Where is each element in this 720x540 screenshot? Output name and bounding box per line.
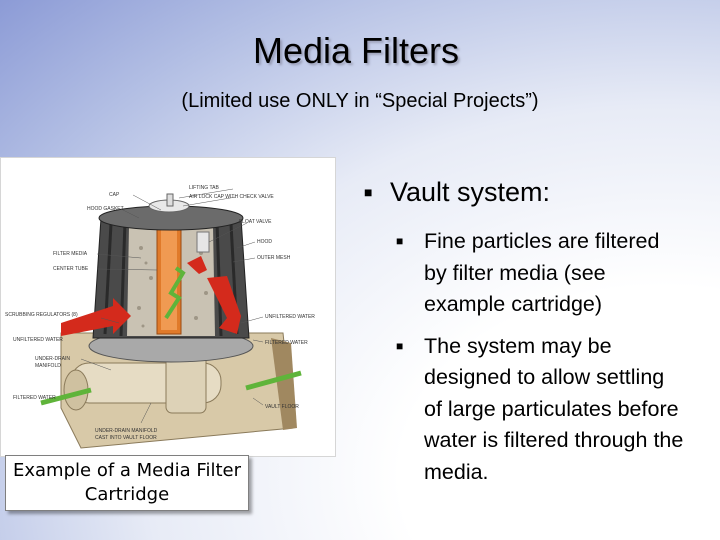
label-lifting-tab: LIFTING TAB — [189, 185, 219, 191]
bullet-line: Fine particles are filtered — [424, 229, 660, 253]
label-scrubbing-regulators: SCRUBBING REGULATORS (8) — [5, 312, 78, 318]
label-hood-gasket: HOOD GASKET — [87, 206, 124, 212]
label-outer-mesh: OUTER MESH — [257, 255, 291, 261]
label-under-drain-manifold: MANIFOLD — [35, 363, 61, 369]
bullet-text: Vault system: — [390, 177, 551, 207]
label-vault-floor: VAULT FLOOR — [265, 404, 299, 410]
bullet-line: example cartridge) — [424, 292, 603, 316]
filter-cartridge-diagram: CAP LIFTING TAB AIR LOCK CAP WITH CHECK … — [0, 157, 336, 457]
label-filter-media: FILTER MEDIA — [53, 251, 88, 257]
bullet-line: by filter media (see — [424, 260, 606, 285]
label-filtered-water-left: FILTERED WATER — [13, 395, 56, 401]
slide-subtitle: (Limited use ONLY in “Special Projects”) — [181, 90, 539, 112]
label-filtered-water-right: FILTERED WATER — [265, 340, 308, 346]
square-bullet-icon: ■ — [396, 338, 404, 353]
bullet-line: designed to allow settling — [424, 365, 665, 389]
label-unfiltered-water-right: UNFILTERED WATER — [265, 314, 315, 320]
bullet-vault-system: ■ Vault system: — [362, 172, 718, 212]
diagram-caption: Example of a Media Filter Cartridge — [5, 455, 249, 511]
caption-line-1: Example of a Media Filter — [13, 460, 241, 481]
square-bullet-icon: ■ — [396, 234, 404, 248]
label-under-drain: UNDER-DRAIN — [35, 356, 70, 362]
label-manifold-cast-floor: CAST INTO VAULT FLOOR — [95, 435, 157, 441]
label-float-valve: FLOAT VALVE — [239, 219, 272, 225]
label-center-tube: CENTER TUBE — [53, 266, 89, 272]
square-bullet-icon: ■ — [364, 184, 373, 200]
bullet-line: water is filtered through the — [424, 428, 684, 452]
label-hood: HOOD — [257, 239, 272, 245]
bullet-list: ■ Vault system: ■ Fine particles are fil… — [362, 172, 718, 488]
label-unfiltered-water-left: UNFILTERED WATER — [13, 337, 63, 343]
bullet-line: of large particulates before — [424, 396, 679, 421]
label-manifold-cast: UNDER-DRAIN MANIFOLD — [95, 428, 158, 434]
bullet-line: The system may be — [424, 333, 612, 358]
sub-bullet-fine-particles: ■ Fine particles are filtered by filter … — [362, 226, 718, 321]
label-air-lock-cap: AIR LOCK CAP WITH CHECK VALVE — [189, 194, 274, 200]
bullet-line: media. — [424, 459, 489, 484]
sub-bullet-settling: ■ The system may be designed to allow se… — [362, 331, 718, 489]
label-cap: CAP — [109, 192, 120, 198]
slide-title: Media Filters — [252, 30, 460, 71]
caption-line-2: Cartridge — [84, 484, 170, 505]
